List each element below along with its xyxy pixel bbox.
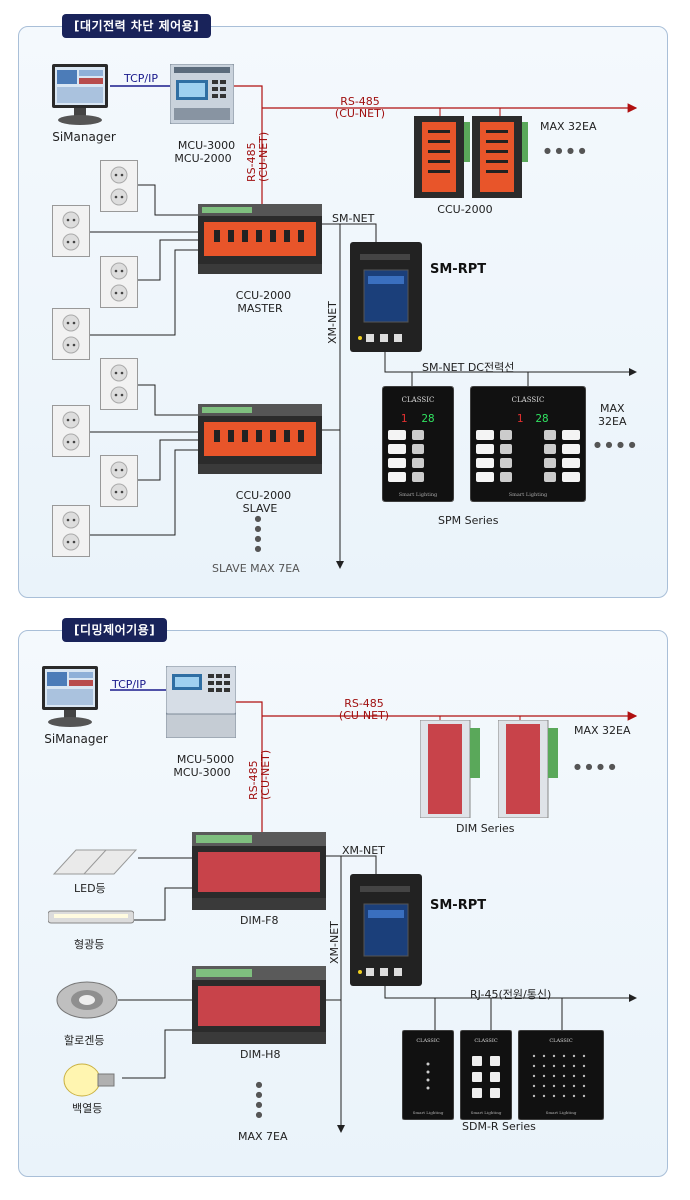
bulb-label: 백열등 xyxy=(72,1102,103,1115)
halogen-label: 할로겐등 xyxy=(64,1034,105,1047)
simanager-pc-icon-2 xyxy=(42,666,98,727)
ccu-slave-text: CCU-2000 SLAVE xyxy=(235,489,292,515)
mcu-model-label: MCU-3000 MCU-2000 xyxy=(174,139,236,165)
spm-display-b: 28 xyxy=(421,412,434,425)
sdm-classic-3: CLASSIC xyxy=(549,1038,572,1044)
dim-h8-icon xyxy=(192,966,326,1044)
sm-rpt-icon-2 xyxy=(350,874,422,986)
led-panel-icon xyxy=(52,849,138,875)
dim-f8-icon xyxy=(192,832,326,910)
smnet-dc-label: SM-NET DC전력선 xyxy=(422,361,515,374)
rs485-top-label-2: RS-485 (CU-NET) xyxy=(334,698,394,722)
simanager-pc-icon xyxy=(52,64,108,125)
sdm-panel-icon-1: CLASSIC Smart Lighting xyxy=(402,1030,454,1120)
dimf8-label: DIM-F8 xyxy=(240,914,279,927)
rs485-text-2: RS-485 xyxy=(344,697,384,710)
smnet-label: SM-NET xyxy=(332,212,375,225)
cunet-v-text-2: (CU-NET) xyxy=(259,749,272,800)
mcu-label-2: MCU-5000 MCU-3000 xyxy=(166,740,238,779)
outlet-icon xyxy=(52,505,90,557)
mcu-controller-icon xyxy=(170,64,234,124)
outlet-icon xyxy=(100,358,138,410)
max32-label: MAX 32EA xyxy=(540,120,597,133)
sdm-classic-2: CLASSIC xyxy=(474,1038,497,1044)
dim-more-dots: ● ● ● ● xyxy=(574,762,617,771)
slave-max-label: SLAVE MAX 7EA xyxy=(212,562,300,575)
sm-rpt-label: SM-RPT xyxy=(430,262,487,277)
outlet-icon xyxy=(52,308,90,360)
vertical-dots-2: ●●●● xyxy=(255,1080,263,1119)
spm-brand-text: Smart Lighting xyxy=(399,492,438,498)
ccu-module-icon xyxy=(414,116,470,198)
simanager-label-2: SiManager xyxy=(44,732,108,746)
xmnet-vertical-label-2: XM-NET xyxy=(328,921,341,964)
dim-module-icon-2 xyxy=(498,720,558,818)
fluor-label: 형광등 xyxy=(74,938,105,951)
sdm-brand-3: Smart Lighting xyxy=(546,1110,577,1115)
cunet-text-2: (CU-NET) xyxy=(338,709,390,722)
outlet-icon xyxy=(52,405,90,457)
cunet-v-text: (CU-NET) xyxy=(257,131,270,182)
simanager-label: SiManager xyxy=(52,130,116,144)
max7-label: MAX 7EA xyxy=(238,1130,288,1143)
outlet-icon xyxy=(52,205,90,257)
vertical-dots: ●●●● xyxy=(254,514,262,553)
spm-more-dots: ● ● ● ● xyxy=(594,440,637,449)
xmnet-h-label: XM-NET xyxy=(342,844,385,857)
outlet-icon xyxy=(100,160,138,212)
sdm-brand-2: Smart Lighting xyxy=(471,1110,502,1115)
outlet-icon xyxy=(100,455,138,507)
sdm-panel-icon-3: CLASSIC Smart Lighting xyxy=(518,1030,604,1120)
more-dots: ● ● ● ● xyxy=(544,146,587,155)
cunet-text: (CU-NET) xyxy=(334,107,386,120)
tcpip-label: TCP/IP xyxy=(124,72,158,85)
spm-max-b: 32EA xyxy=(598,415,627,428)
dim-module-icon xyxy=(420,720,480,818)
mcu-5000-icon xyxy=(166,666,236,738)
spm-large-brand-text: Smart Lighting xyxy=(509,492,548,498)
rs485-text: RS-485 xyxy=(340,95,380,108)
spm-series-label: SPM Series xyxy=(438,514,499,527)
outlet-icon xyxy=(100,256,138,308)
incandescent-bulb-icon xyxy=(63,1063,115,1097)
sdm-series-label: SDM-R Series xyxy=(462,1120,536,1133)
rs485-vertical-label: RS-485 (CU-NET) xyxy=(245,131,270,182)
halogen-lamp-icon xyxy=(56,981,118,1019)
ccu-master-icon xyxy=(198,204,322,274)
xmnet-vertical-label: XM-NET xyxy=(326,301,339,344)
spm-large-display-a: 1 xyxy=(517,412,524,425)
rs485-top-label: RS-485 (CU-NET) xyxy=(330,96,390,120)
section2-title: [디밍제어기용] xyxy=(62,618,168,642)
spm-large-classic-text: CLASSIC xyxy=(512,396,545,404)
mcu-label: MCU-3000 MCU-2000 xyxy=(168,126,238,165)
led-label: LED등 xyxy=(74,882,106,895)
section1-title: [대기전력 차단 제어용] xyxy=(62,14,212,38)
ccu-right-label: CCU-2000 xyxy=(437,203,493,216)
ccu-module-icon-2 xyxy=(472,116,528,198)
ccu-master-label: CCU-2000 MASTER xyxy=(222,276,298,315)
sm-rpt-label-2: SM-RPT xyxy=(430,898,487,913)
spm-classic-text: CLASSIC xyxy=(402,396,435,404)
spm-max-a: MAX xyxy=(599,402,625,415)
spm-panel-small-icon: CLASSIC 1 28 Smart Lighting xyxy=(382,386,454,502)
mcu-model-label-2: MCU-5000 MCU-3000 xyxy=(173,753,235,779)
max32-label-2: MAX 32EA xyxy=(574,724,631,737)
dim-series-label: DIM Series xyxy=(456,822,515,835)
ccu-master-text: CCU-2000 MASTER xyxy=(235,289,292,315)
dimh8-label: DIM-H8 xyxy=(240,1048,281,1061)
spm-display-a: 1 xyxy=(401,412,408,425)
rs485-vertical-label-2: RS-485 (CU-NET) xyxy=(247,749,272,800)
spm-large-display-b: 28 xyxy=(535,412,548,425)
sdm-brand-1: Smart Lighting xyxy=(413,1110,444,1115)
spm-panel-large-icon: CLASSIC 1 28 Smart Lighting xyxy=(470,386,586,502)
spm-max-label: MAX 32EA xyxy=(598,402,626,428)
tcpip-label-2: TCP/IP xyxy=(112,678,146,691)
sdm-classic-1: CLASSIC xyxy=(416,1038,439,1044)
sm-rpt-icon xyxy=(350,242,422,352)
ccu-slave-icon xyxy=(198,404,322,474)
rj45-label: RJ-45(전원/통신) xyxy=(470,988,552,1001)
fluorescent-lamp-icon xyxy=(48,910,134,924)
sdm-panel-icon-2: CLASSIC Smart Lighting xyxy=(460,1030,512,1120)
ccu-slave-label: CCU-2000 SLAVE xyxy=(222,476,298,515)
